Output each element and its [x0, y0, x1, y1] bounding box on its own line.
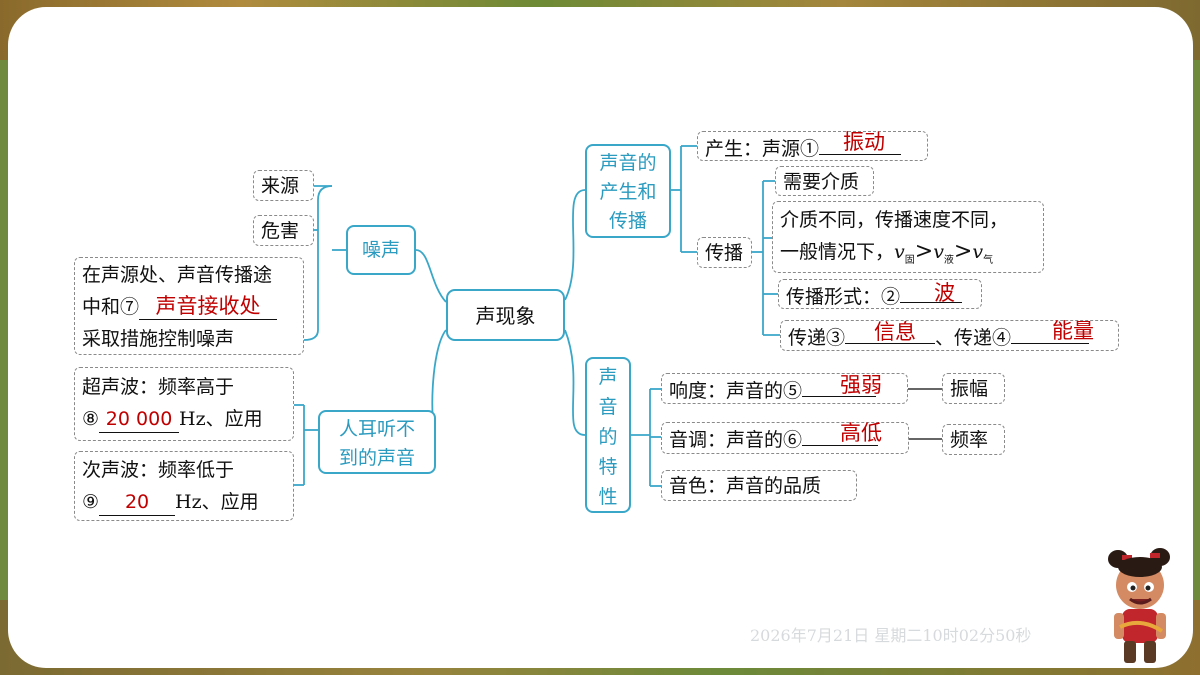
- production-propagation-node: 声音的 产生和 传播: [585, 144, 671, 238]
- loudness-prefix: 响度：声音的⑤: [669, 380, 803, 402]
- ultrasonic-line1: 超声波：频率高于: [82, 376, 235, 398]
- ultrasonic-answer: 20 000: [99, 406, 180, 433]
- transfer1-prefix: 传递③: [788, 327, 846, 349]
- transfer-box: 传递③ 、传递④: [780, 320, 1119, 351]
- characteristics-char-2: 音: [598, 396, 618, 418]
- amplitude-box: 振幅: [942, 373, 1005, 404]
- propagation-box: 传播: [697, 237, 752, 268]
- noise-node: 噪声: [346, 225, 416, 275]
- sub-gas: 气: [983, 254, 994, 266]
- production-label-line2: 产生和: [599, 181, 657, 203]
- gt-2: >: [953, 239, 973, 264]
- infrasonic-suffix: Hz、应用: [175, 491, 259, 513]
- production-prefix: 产生：声源①: [705, 138, 820, 160]
- characteristics-char-5: 性: [598, 486, 618, 508]
- speed-line1: 介质不同，传播速度不同，: [780, 209, 1009, 231]
- medium-box: 需要介质: [775, 166, 874, 196]
- ultrasonic-suffix: Hz、应用: [179, 408, 263, 430]
- characteristics-char-4: 特: [598, 456, 618, 478]
- sub-solid: 固: [904, 254, 915, 266]
- speed-line2-text: 一般情况下，: [780, 241, 895, 263]
- transfer-sep: 、: [935, 327, 955, 349]
- timestamp: 2026年7月21日 星期二10时02分50秒: [750, 626, 1032, 645]
- loudness-answer: 强弱: [840, 373, 882, 397]
- pitch-box: 音调：声音的⑥: [661, 422, 909, 454]
- noise-source-box: 来源: [253, 170, 314, 201]
- production-box: 产生：声源①: [697, 131, 928, 161]
- propagation-form-prefix: 传播形式：②: [786, 286, 901, 308]
- pitch-blank: [802, 423, 879, 446]
- noise-control-line3: 采取措施控制噪声: [82, 328, 235, 350]
- frequency-box: 频率: [942, 424, 1005, 455]
- infrasonic-prefix: ⑨: [82, 491, 100, 513]
- infrasonic-line1: 次声波：频率低于: [82, 459, 235, 481]
- center-topic: 声现象: [446, 289, 565, 341]
- characteristics-char-1: 声: [598, 366, 618, 388]
- transfer2-answer: 能量: [1052, 319, 1094, 343]
- propagation-form-blank: [900, 280, 963, 303]
- noise-control-line1: 在声源处、声音传播途: [82, 264, 273, 286]
- cartoon-character-image: [1108, 548, 1170, 663]
- speed-line2: 一般情况下，v固>v液>v气: [780, 236, 1036, 277]
- gt-1: >: [914, 239, 934, 264]
- noise-control-answer: 声音接收处: [139, 293, 278, 320]
- speed-box: 介质不同，传播速度不同， 一般情况下，v固>v液>v气: [772, 201, 1044, 273]
- inaudible-label-line1: 人耳听不: [338, 418, 415, 440]
- transfer2-prefix: 传递④: [954, 327, 1012, 349]
- pitch-prefix: 音调：声音的⑥: [669, 429, 803, 451]
- transfer2-blank: [1011, 321, 1090, 344]
- timbre-box: 音色：声音的品质: [661, 470, 857, 501]
- transfer1-blank: [845, 321, 936, 344]
- noise-harm-box: 危害: [253, 215, 314, 246]
- inaudible-sound-node: 人耳听不 到的声音: [318, 410, 436, 474]
- transfer1-answer: 信息: [874, 320, 916, 344]
- ultrasonic-prefix: ⑧: [82, 408, 100, 430]
- noise-control-prefix: 中和⑦: [82, 296, 140, 318]
- velocity-solid: v: [894, 241, 905, 263]
- infrasonic-answer: 20: [99, 489, 176, 516]
- velocity-liquid: v: [933, 241, 944, 263]
- production-label-line3: 传播: [608, 210, 647, 232]
- characteristics-node: 声 音 的 特 性: [585, 357, 631, 513]
- inaudible-label-line2: 到的声音: [338, 447, 415, 469]
- propagation-form-box: 传播形式：②: [778, 279, 982, 309]
- loudness-blank: [802, 374, 877, 397]
- loudness-box: 响度：声音的⑤: [661, 373, 908, 404]
- velocity-gas: v: [972, 241, 984, 263]
- production-answer: 振动: [843, 130, 885, 154]
- propagation-form-answer: 波: [934, 281, 955, 305]
- production-blank: [819, 132, 902, 155]
- sub-liquid: 液: [943, 254, 954, 266]
- production-label-line1: 声音的: [599, 152, 657, 174]
- characteristics-char-3: 的: [598, 426, 618, 448]
- pitch-answer: 高低: [840, 421, 882, 445]
